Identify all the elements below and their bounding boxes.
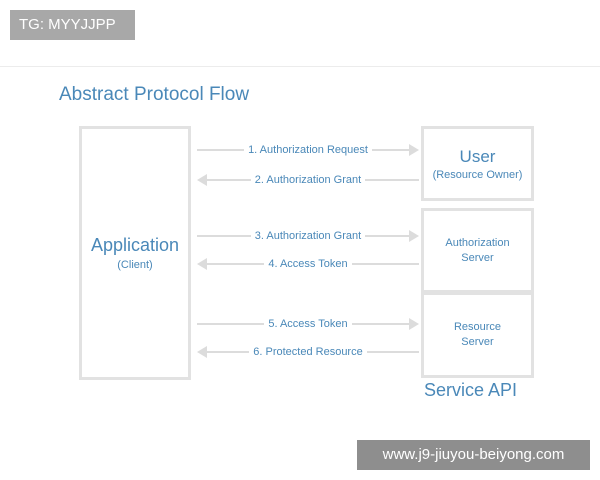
watermark: www.j9-jiuyou-beiyong.com <box>357 440 590 470</box>
flow-label-2: 2. Authorization Grant <box>250 174 366 186</box>
resource-server-box: Resource Server <box>421 293 534 378</box>
flow-arrow-3: 3. Authorization Grant <box>197 228 419 244</box>
user-title: User <box>459 146 496 166</box>
application-title: Application <box>90 235 180 255</box>
arrow-left-icon <box>197 258 207 270</box>
top-divider <box>0 66 600 67</box>
flow-arrow-4: 4. Access Token <box>197 256 419 272</box>
flow-arrow-5: 5. Access Token <box>197 316 419 332</box>
flow-label-3: 3. Authorization Grant <box>250 230 366 242</box>
arrow-left-icon <box>197 346 207 358</box>
application-subtitle: (Client) <box>117 259 153 271</box>
service-api-label: Service API <box>424 380 518 400</box>
authorization-server-line2: Server <box>461 251 494 264</box>
user-box: User (Resource Owner) <box>421 126 534 201</box>
tg-badge: TG: MYYJJPP <box>10 10 135 40</box>
flow-arrow-1: 1. Authorization Request <box>197 142 419 158</box>
flow-label-4: 4. Access Token <box>264 258 352 270</box>
user-subtitle: (Resource Owner) <box>432 168 523 181</box>
arrow-right-icon <box>409 230 419 242</box>
flow-label-6: 6. Protected Resource <box>249 346 367 358</box>
resource-server-line1: Resource <box>453 321 502 333</box>
arrow-right-icon <box>409 318 419 330</box>
application-box: Application (Client) <box>79 126 191 380</box>
flow-arrow-6: 6. Protected Resource <box>197 344 419 360</box>
diagram-title: Abstract Protocol Flow <box>59 84 250 105</box>
flow-label-1: 1. Authorization Request <box>244 144 372 156</box>
flow-arrow-2: 2. Authorization Grant <box>197 172 419 188</box>
arrow-right-icon <box>409 144 419 156</box>
arrow-left-icon <box>197 174 207 186</box>
flow-label-5: 5. Access Token <box>264 318 352 330</box>
authorization-server-line1: Authorization <box>445 236 510 249</box>
authorization-server-box: Authorization Server <box>421 208 534 293</box>
resource-server-line2: Server <box>461 336 494 348</box>
